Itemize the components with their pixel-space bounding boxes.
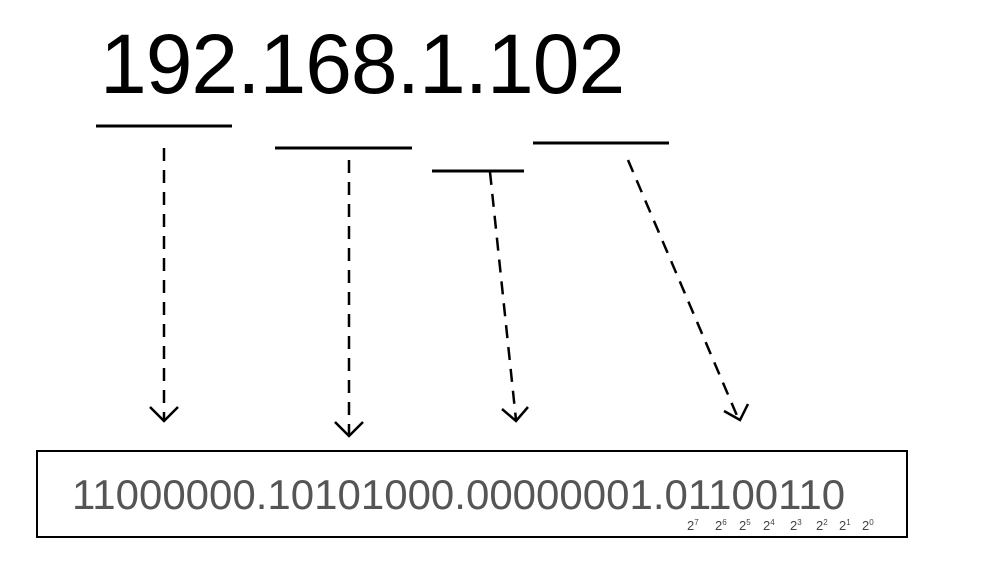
binary-ip-box: 11000000.10101000.00000001.01100110 27 2… xyxy=(36,450,908,538)
decimal-ip-address: 192.168.1.102 xyxy=(100,17,625,111)
octet-2-arrow xyxy=(334,160,364,438)
octet-1-arrow xyxy=(149,148,179,423)
place-value-label: 27 xyxy=(687,518,699,533)
place-value-label: 23 xyxy=(790,518,802,533)
place-value-label: 22 xyxy=(816,518,828,533)
place-value-label: 21 xyxy=(839,518,851,533)
place-value-label: 26 xyxy=(715,518,727,533)
octet-4-arrow xyxy=(626,159,750,422)
binary-ip-address: 11000000.10101000.00000001.01100110 xyxy=(72,471,846,518)
octet-3-arrow xyxy=(488,171,529,423)
place-value-label: 25 xyxy=(739,518,751,533)
place-value-label: 24 xyxy=(763,518,775,533)
place-value-label: 20 xyxy=(862,518,874,533)
